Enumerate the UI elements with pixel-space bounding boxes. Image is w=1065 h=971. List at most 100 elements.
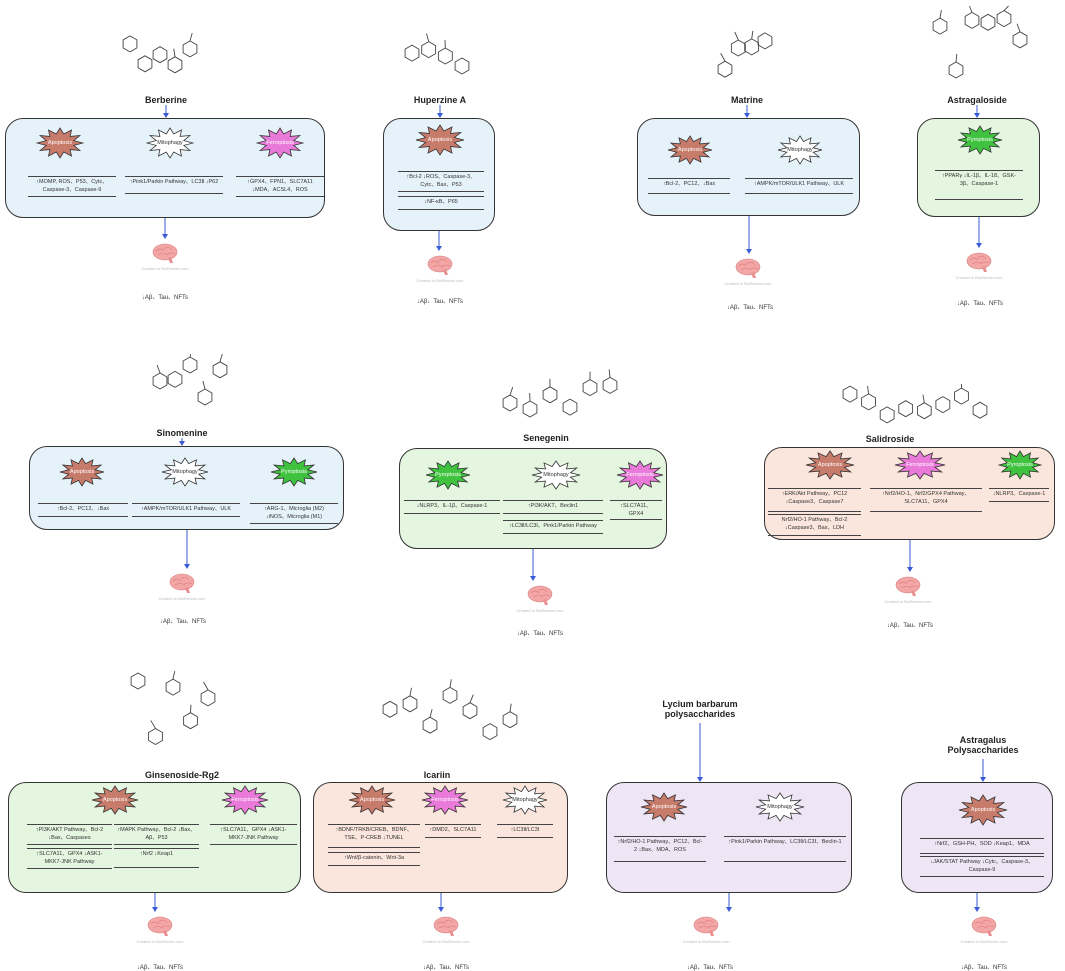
mechanism-label: Pyroptosis xyxy=(435,472,461,478)
mechanism-label: Apoptosis xyxy=(69,469,95,475)
compound-name: Astragaloside xyxy=(947,95,1007,105)
down-arrow-icon xyxy=(436,231,442,251)
outcome-text: ↓Aβ、Tau、NFTs xyxy=(422,965,470,971)
down-arrow-icon xyxy=(437,893,444,912)
ring-bond xyxy=(898,400,914,418)
substituent-bond xyxy=(173,48,176,57)
ring-bond xyxy=(442,686,458,704)
ring-bond xyxy=(404,44,420,62)
ring-bond xyxy=(130,672,146,690)
target-box: ↑Pink1/Parkin Pathway、LC3Ⅱ ↓P62 xyxy=(125,176,223,194)
ring-bond xyxy=(422,716,438,734)
brain-icon xyxy=(735,258,761,278)
chemical-structure-icon xyxy=(717,30,773,78)
down-arrow-icon xyxy=(162,218,168,239)
target-box: ↑MAPK Pathway、Bcl-2 ↓Bax、Aβ、P53 xyxy=(114,824,199,845)
compound-name: Icariin xyxy=(423,770,451,780)
ferroptosis-burst-icon xyxy=(221,785,269,815)
brain-credit: Created in BioRender.com xyxy=(422,939,470,944)
ferroptosis-burst-icon xyxy=(421,785,469,815)
ring-bond xyxy=(152,46,168,64)
target-box: ↑LC3Ⅱ/LC3Ⅰ、Pink1/Parkin Pathway xyxy=(503,520,603,534)
target-box: ↓NLRP3、Caspase-1 xyxy=(989,488,1049,502)
substituent-bond xyxy=(1003,5,1009,11)
mitophagy-burst-icon xyxy=(531,460,581,490)
apoptosis-burst-icon xyxy=(91,785,139,815)
outcome-text: ↓Aβ、Tau、NFTs xyxy=(960,965,1008,971)
down-arrow-icon xyxy=(151,893,158,912)
apoptosis-burst-icon xyxy=(958,794,1008,826)
substituent-bond xyxy=(426,33,430,42)
substituent-bond xyxy=(449,679,452,688)
brain-credit: Created in BioRender.com xyxy=(682,939,730,944)
target-box: ↑Pink1/Parkin Pathway、LC3Ⅱ/LC3Ⅰ、Beclin-1 xyxy=(724,836,846,862)
down-arrow-icon xyxy=(745,216,752,254)
ferroptosis-burst-icon xyxy=(256,127,304,159)
outcome-text: ↓Aβ、Tau、NFTs xyxy=(686,965,734,971)
down-arrow-icon xyxy=(179,438,185,446)
mechanism-label: Apoptosis xyxy=(427,137,453,143)
substituent-bond xyxy=(955,53,958,63)
mechanism-label: Mitophagy xyxy=(157,140,183,146)
target-box: ↑Bcl-2、PC12、↓Bax xyxy=(38,503,128,517)
outcome-text: ↓Aβ、Tau、NFTs xyxy=(516,631,564,637)
ring-bond xyxy=(502,394,518,412)
target-box: ↑Bcl-2、PC12、↓Bax xyxy=(648,178,730,194)
ring-bond xyxy=(197,388,213,406)
brain-credit: Created in BioRender.com xyxy=(141,266,189,271)
target-box: ↑Nrf2/HO-1 Pathway、PC12、Bcl-2 ↓Bax、MDA、R… xyxy=(614,836,706,862)
substituent-bond xyxy=(409,687,412,696)
ring-bond xyxy=(954,387,969,405)
ring-bond xyxy=(582,379,598,397)
ring-bond xyxy=(137,55,153,73)
substituent-bond xyxy=(189,32,193,42)
target-box: ↑ERK/Akt Pathway、PC12 ↓Caspase3、Caspase7 xyxy=(768,488,861,512)
mechanism-label: Mitophagy xyxy=(543,472,569,478)
down-arrow-icon xyxy=(530,549,536,581)
outcome-text: ↓Aβ、Tau、NFTs xyxy=(416,299,464,305)
compound-name: Ginsenoside-Rg2 xyxy=(144,770,220,780)
substituent-bond xyxy=(867,385,870,395)
down-arrow-icon xyxy=(975,217,982,248)
target-box: ↑SLC7A11、GPX4 ↓ASK1-MKK7-JNK Pathway xyxy=(27,848,112,869)
brain-credit: Created in BioRender.com xyxy=(955,275,1003,280)
outcome-text: ↓Aβ、Tau、NFTs xyxy=(886,623,934,629)
ring-bond xyxy=(421,41,437,59)
target-box: ↑MOMP, ROS、P53、Cytc、Caspase-3、Caspase-9 xyxy=(28,176,116,197)
brain-icon xyxy=(971,916,997,936)
mitophagy-burst-icon xyxy=(777,135,823,165)
ring-bond xyxy=(482,723,498,741)
down-arrow-icon xyxy=(974,893,980,912)
mechanism-label: Apoptosis xyxy=(651,804,677,810)
brain-icon xyxy=(169,573,195,593)
substituent-bond xyxy=(156,364,161,374)
substituent-bond xyxy=(751,30,754,39)
mechanism-label: Ferroptosis xyxy=(266,140,294,146)
down-arrow-icon xyxy=(744,105,750,118)
ring-bond xyxy=(935,396,951,414)
target-box: ↑Bcl-2 ↓ROS、Caspase-3、Cytc、Bax、P53 xyxy=(398,171,484,192)
mitophagy-burst-icon xyxy=(755,792,805,822)
substituent-bond xyxy=(189,353,192,358)
target-box: ↑PI3K/AKT Pathway、Bcl-2 ↓Bax、Caspases xyxy=(27,824,112,845)
ring-bond xyxy=(502,711,518,729)
substituent-bond xyxy=(172,671,176,680)
ring-bond xyxy=(148,727,163,746)
compound-name: Lycium barbarum polysaccharides xyxy=(662,699,738,719)
ring-bond xyxy=(1012,31,1028,49)
chemical-structure-icon xyxy=(842,383,988,424)
ring-bond xyxy=(757,32,773,50)
mechanism-panel xyxy=(637,118,860,216)
pyroptosis-burst-icon xyxy=(270,457,318,487)
mechanism-label: Apoptosis xyxy=(102,797,128,803)
brain-icon xyxy=(427,255,453,275)
apoptosis-burst-icon xyxy=(36,127,84,159)
ring-bond xyxy=(165,678,181,696)
target-box: ↑SLC7A11、GPX4 ↓ASK1-MKK7-JNK Pathway xyxy=(210,824,297,845)
substituent-bond xyxy=(1016,23,1021,32)
mechanism-label: Mitophagy xyxy=(787,147,813,153)
ring-bond xyxy=(948,61,964,79)
down-arrow-icon xyxy=(974,105,980,118)
ferroptosis-burst-icon xyxy=(616,460,664,490)
